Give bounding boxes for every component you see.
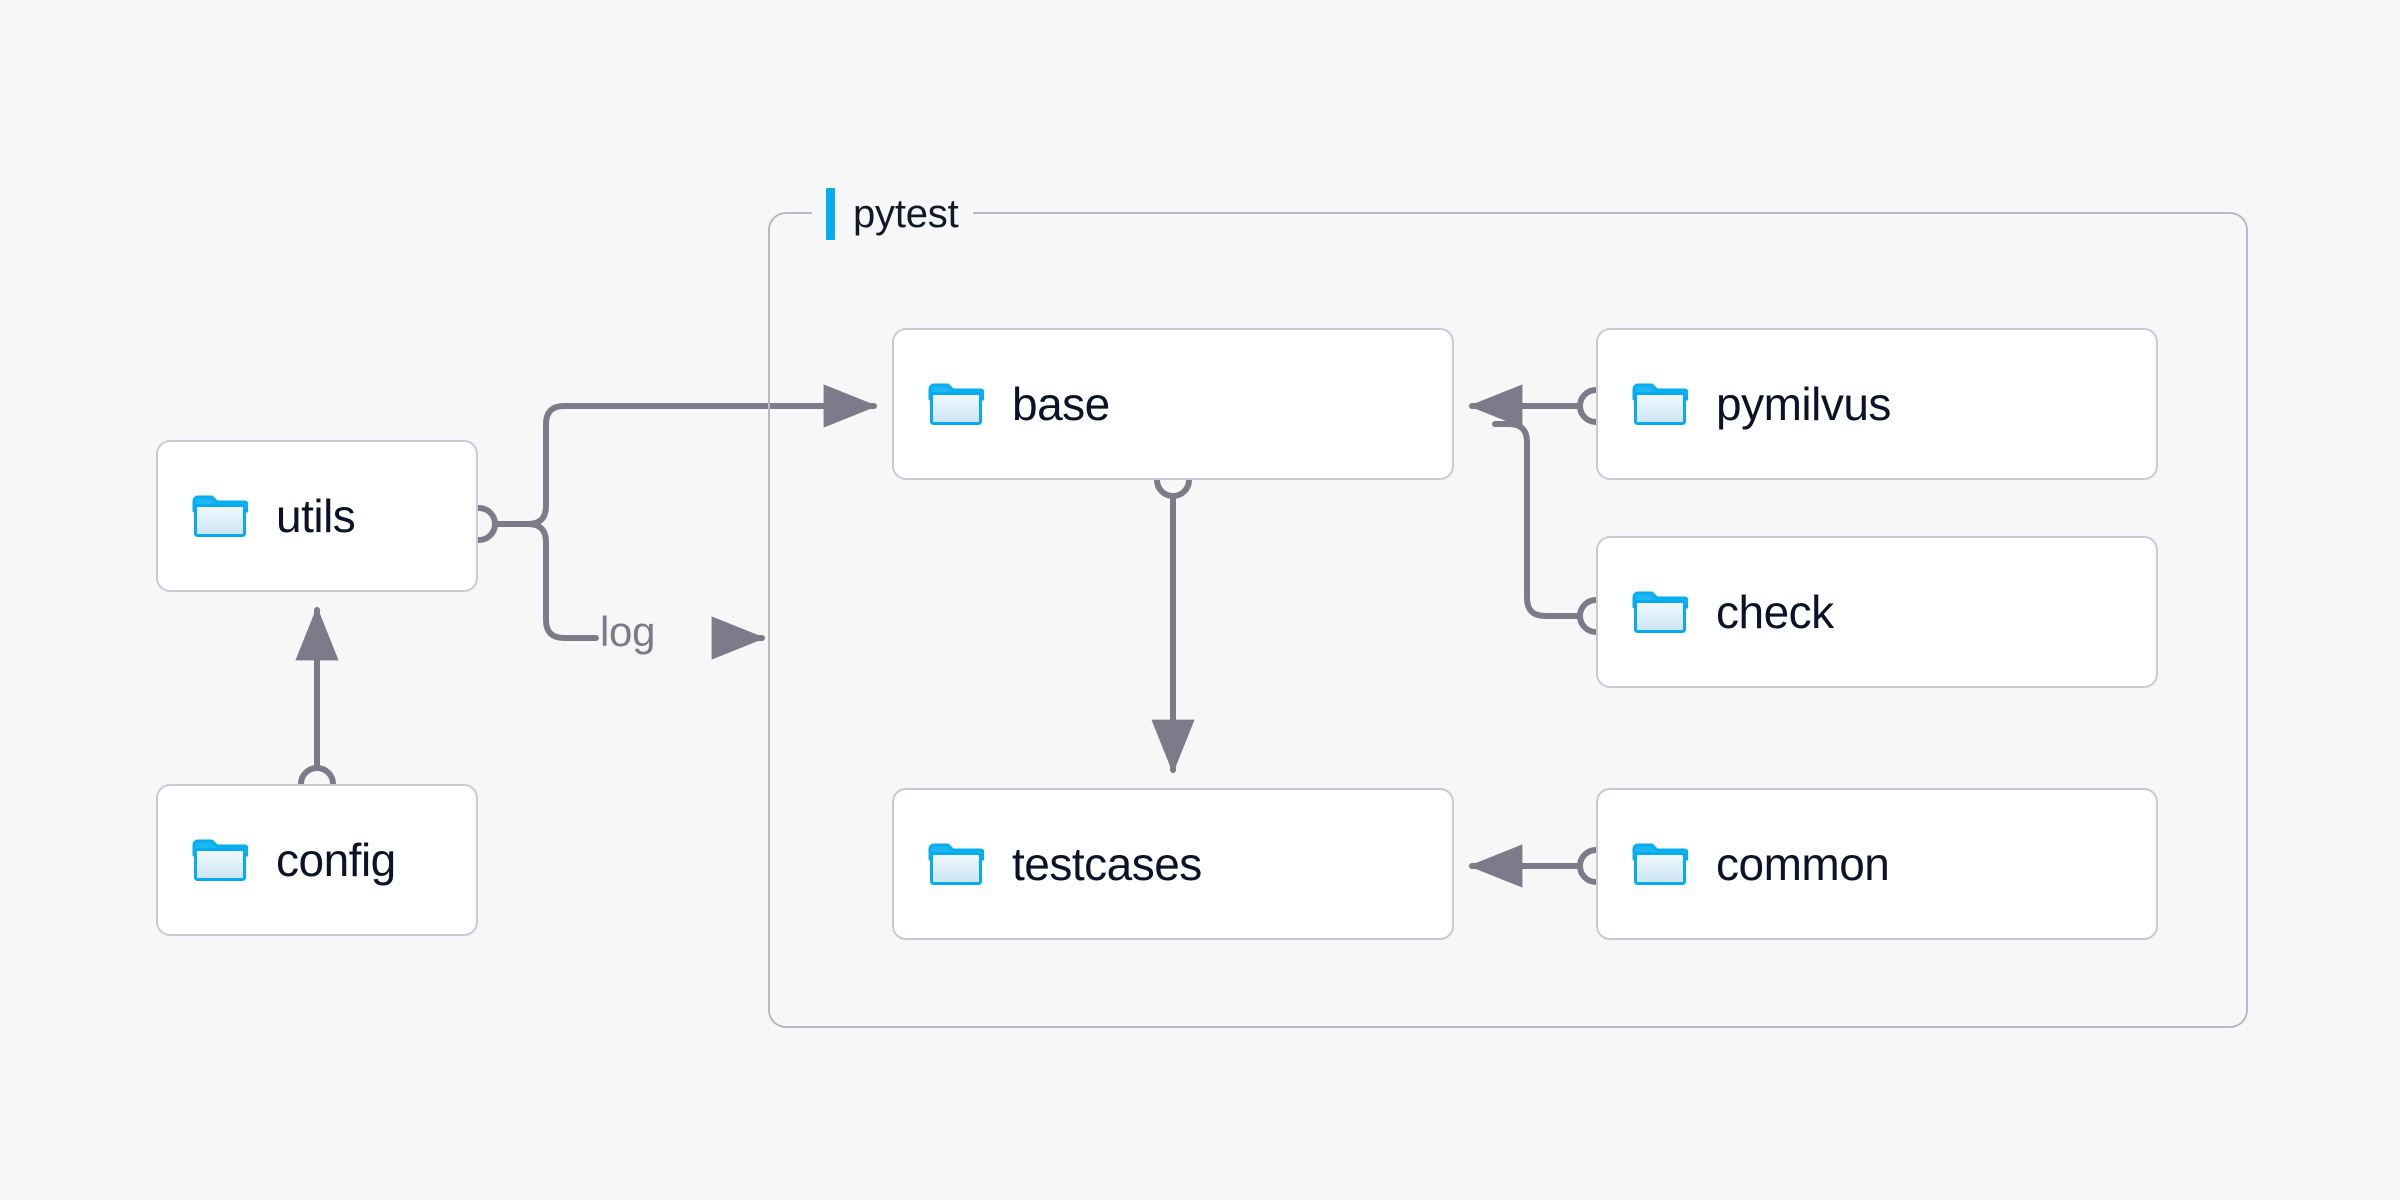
group-container-pytest[interactable]	[768, 212, 2248, 1028]
node-label-check: check	[1716, 586, 1834, 638]
folder-icon	[1632, 591, 1688, 633]
node-label-base: base	[1012, 378, 1110, 430]
node-pymilvus[interactable]: pymilvus	[1596, 328, 2158, 480]
node-label-utils: utils	[276, 490, 356, 542]
folder-icon	[192, 839, 248, 881]
node-label-pymilvus: pymilvus	[1716, 378, 1891, 430]
folder-icon	[192, 495, 248, 537]
folder-icon	[1632, 843, 1688, 885]
group-label-pytest: pytest	[812, 188, 973, 240]
group-label-text: pytest	[853, 191, 959, 236]
edge-label-log: log	[600, 608, 656, 655]
node-label-config: config	[276, 834, 396, 886]
group-accent-bar	[826, 188, 835, 240]
node-common[interactable]: common	[1596, 788, 2158, 940]
folder-icon	[1632, 383, 1688, 425]
node-base[interactable]: base	[892, 328, 1454, 480]
node-testcases[interactable]: testcases	[892, 788, 1454, 940]
node-label-common: common	[1716, 838, 1890, 890]
folder-icon	[928, 843, 984, 885]
folder-icon	[928, 383, 984, 425]
node-label-testcases: testcases	[1012, 838, 1202, 890]
node-check[interactable]: check	[1596, 536, 2158, 688]
node-utils[interactable]: utils	[156, 440, 478, 592]
node-config[interactable]: config	[156, 784, 478, 936]
edge-utils-to-log	[525, 521, 599, 641]
